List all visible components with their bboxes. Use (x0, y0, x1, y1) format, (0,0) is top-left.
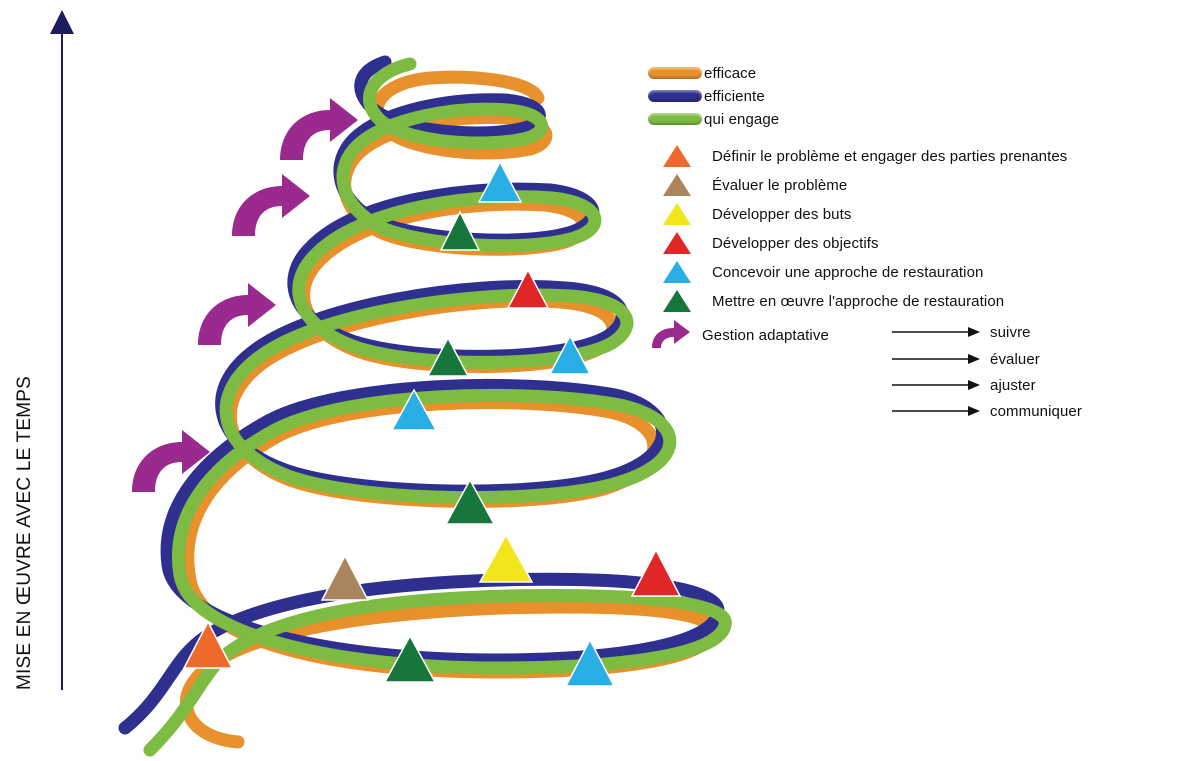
legend-label: Évaluer le problème (712, 177, 847, 194)
step-design-marker-4 (479, 162, 521, 202)
time-axis-arrowhead (50, 10, 74, 34)
legend-label: Mettre en œuvre l'approche de restaurati… (712, 293, 1004, 310)
coil-swatch-efficace (648, 67, 702, 79)
triangle-icon (662, 260, 692, 284)
legend-step-objectives: Développer des objectifs (662, 230, 879, 256)
legend-label: Développer des buts (712, 206, 852, 223)
legend-label: Développer des objectifs (712, 235, 879, 252)
triangle-icon (662, 231, 692, 255)
legend-label: Définir le problème et engager des parti… (712, 148, 1067, 165)
adaptive-action-evaluer: évaluer (892, 348, 1040, 370)
right-arrow-icon (892, 327, 980, 337)
legend-step-assess: Évaluer le problème (662, 172, 847, 198)
legend-label: efficace (704, 65, 756, 82)
legend: efficace efficiente qui engage Définir l… (648, 60, 1188, 460)
triangle-icon (662, 202, 692, 226)
triangle-icon (662, 289, 692, 313)
legend-step-design: Concevoir une approche de restauration (662, 259, 983, 285)
adaptive-action-label: évaluer (990, 351, 1040, 368)
legend-label: Concevoir une approche de restauration (712, 264, 983, 281)
adaptive-action-suivre: suivre (892, 321, 1031, 343)
step-assess-marker (322, 556, 368, 600)
curved-arrow-icon (650, 320, 690, 350)
legend-label: efficiente (704, 88, 765, 105)
triangle-icon (662, 144, 692, 168)
adaptive-arrow-3 (232, 174, 310, 236)
adaptive-arrow-2 (198, 283, 276, 345)
legend-label: qui engage (704, 111, 779, 128)
right-arrow-icon (892, 380, 980, 390)
step-goals-marker (480, 535, 532, 582)
time-axis-label: MISE EN ŒUVRE AVEC LE TEMPS (14, 376, 36, 690)
legend-step-implement: Mettre en œuvre l'approche de restaurati… (662, 288, 1004, 314)
adaptive-action-communiquer: communiquer (892, 400, 1082, 422)
legend-step-goals: Développer des buts (662, 201, 852, 227)
legend-coil-qui-engage: qui engage (648, 106, 779, 132)
adaptive-action-ajuster: ajuster (892, 374, 1036, 396)
legend-adaptive: Gestion adaptative (650, 322, 829, 348)
adaptive-action-label: suivre (990, 324, 1031, 341)
coil-swatch-qui-engage (648, 113, 702, 125)
adaptive-action-label: communiquer (990, 403, 1082, 420)
triangle-icon (662, 173, 692, 197)
adaptive-action-label: ajuster (990, 377, 1036, 394)
legend-step-define: Définir le problème et engager des parti… (662, 143, 1067, 169)
right-arrow-icon (892, 354, 980, 364)
legend-label: Gestion adaptative (702, 327, 829, 344)
coil-swatch-efficiente (648, 90, 702, 102)
right-arrow-icon (892, 406, 980, 416)
step-objectives-marker-1 (632, 550, 680, 596)
